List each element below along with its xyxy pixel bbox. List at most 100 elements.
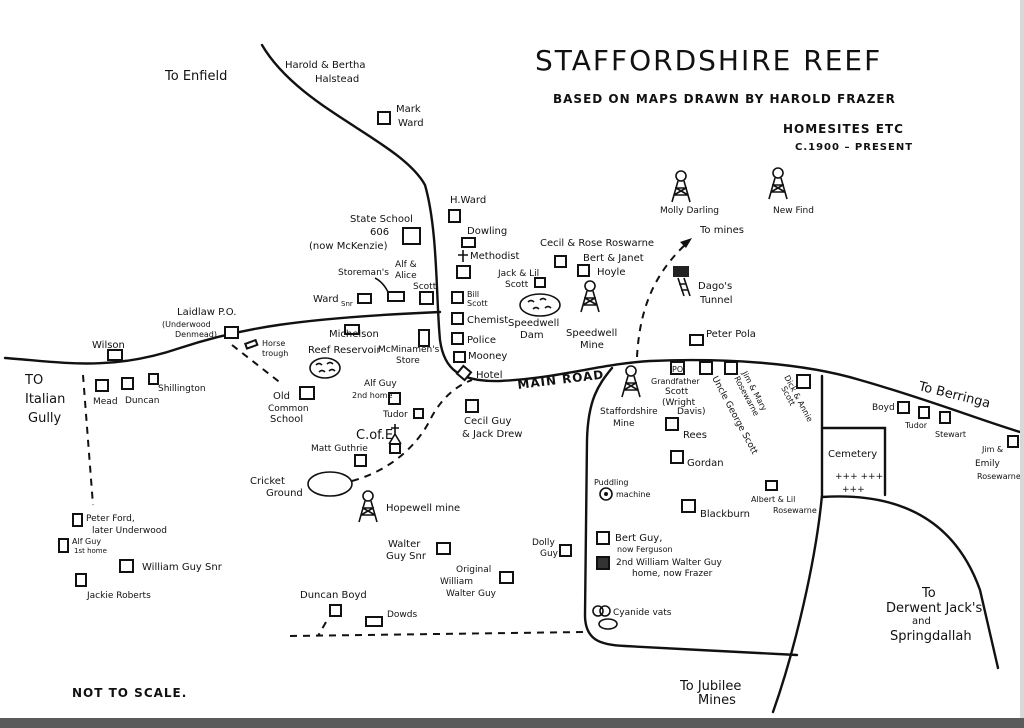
arrow-icon — [680, 238, 692, 248]
label: William Guy Snr — [142, 562, 223, 573]
to-derwent: Springdallah — [890, 629, 972, 644]
house — [419, 291, 434, 305]
label: Denmead) — [175, 330, 217, 339]
house — [689, 334, 704, 346]
label: Bert Guy, — [615, 533, 662, 544]
jubilee-road — [771, 374, 824, 714]
house — [365, 616, 383, 627]
homesites-label: HOMESITES ETC — [783, 122, 904, 136]
house — [107, 349, 123, 361]
label: Store — [396, 356, 420, 366]
label: Tudor — [904, 421, 928, 430]
label: Peter Ford, — [86, 514, 135, 524]
reef-reservoir-icon — [309, 357, 341, 379]
label: Guy — [540, 549, 559, 559]
house — [121, 377, 134, 390]
label: Mark — [396, 104, 421, 115]
label: machine — [616, 490, 650, 499]
to-derwent: Derwent Jack's — [886, 601, 983, 616]
house — [357, 293, 372, 304]
house — [299, 386, 315, 400]
label: trough — [262, 349, 288, 358]
label: Matt Guthrie — [311, 444, 368, 454]
label: Walter Guy — [446, 589, 497, 599]
label: Cecil & Rose Roswarne — [540, 238, 654, 249]
derwent-road — [820, 495, 1000, 670]
labels: Harold & Bertha Halstead Mark Ward H.War… — [72, 60, 1021, 620]
label: Alice — [395, 271, 417, 281]
house — [72, 513, 83, 527]
label: Grandfather — [651, 377, 700, 386]
label: Chemist — [467, 315, 508, 326]
label: Hotel — [476, 370, 503, 381]
house — [224, 326, 239, 339]
house — [388, 392, 401, 405]
house — [354, 454, 367, 467]
label: Peter Pola — [706, 329, 756, 340]
map-subtitle: BASED ON MAPS DRAWN BY HAROLD FRAZER — [553, 92, 896, 106]
label: Wilson — [92, 340, 125, 351]
label: Davis) — [677, 407, 705, 417]
house — [665, 417, 679, 431]
house — [418, 329, 430, 347]
label: Speedwell — [508, 318, 559, 329]
house — [413, 408, 424, 419]
label: Cemetery — [828, 449, 877, 460]
label: Bill — [467, 290, 479, 299]
label: William — [440, 577, 473, 587]
to-derwent: To — [921, 586, 936, 601]
house — [58, 538, 69, 553]
label: Ward — [398, 118, 424, 129]
label: Jim & — [981, 445, 1003, 454]
label: 1st home — [74, 547, 107, 555]
features — [307, 167, 788, 630]
house — [455, 364, 473, 382]
label: Rosewarne — [773, 506, 817, 515]
label: 2nd William Walter Guy — [616, 558, 722, 568]
house — [699, 361, 713, 375]
staffordshire-loop-road — [583, 366, 799, 657]
speedwell-dam-icon — [519, 293, 561, 317]
label: Hopewell mine — [386, 503, 460, 514]
label: Original — [456, 565, 491, 575]
house — [499, 571, 514, 584]
label: School — [270, 414, 303, 425]
house — [724, 361, 738, 375]
house — [387, 291, 405, 302]
post-office — [670, 361, 685, 375]
west-road — [3, 310, 442, 365]
house — [377, 111, 391, 125]
track-old-school — [231, 344, 283, 385]
cricket-ground-icon — [307, 471, 353, 497]
label: Hoyle — [597, 267, 626, 278]
to-derwent: and — [912, 616, 931, 627]
label: Mooney — [468, 351, 507, 362]
cemetery-crosses: +++ — [842, 485, 865, 495]
label: Duncan — [125, 396, 160, 406]
label: Snr — [341, 300, 353, 308]
house — [329, 604, 342, 617]
roads — [3, 43, 1022, 714]
house — [448, 209, 461, 223]
label: Common — [268, 404, 309, 414]
label: Jack & Lil — [497, 269, 539, 279]
not-to-scale-label: NOT TO SCALE. — [72, 686, 187, 700]
horse-trough-icon — [243, 338, 259, 350]
house — [796, 374, 811, 389]
label: Mead — [93, 397, 118, 407]
label: Methodist — [470, 251, 519, 262]
label: Ward — [313, 294, 339, 305]
house — [534, 277, 546, 288]
label: later Underwood — [92, 526, 167, 536]
house — [765, 480, 778, 491]
to-italian-gully: TO — [24, 373, 43, 388]
track-cricket — [351, 379, 473, 482]
cemetery-crosses: +++ +++ — [835, 472, 883, 482]
label: Scott — [665, 387, 689, 397]
to-jubilee: Mines — [698, 693, 736, 708]
label: (now McKenzie) — [309, 241, 388, 252]
house — [559, 544, 572, 557]
label: H.Ward — [450, 195, 486, 206]
puddling-machine-icon — [599, 487, 613, 501]
house — [670, 450, 684, 464]
